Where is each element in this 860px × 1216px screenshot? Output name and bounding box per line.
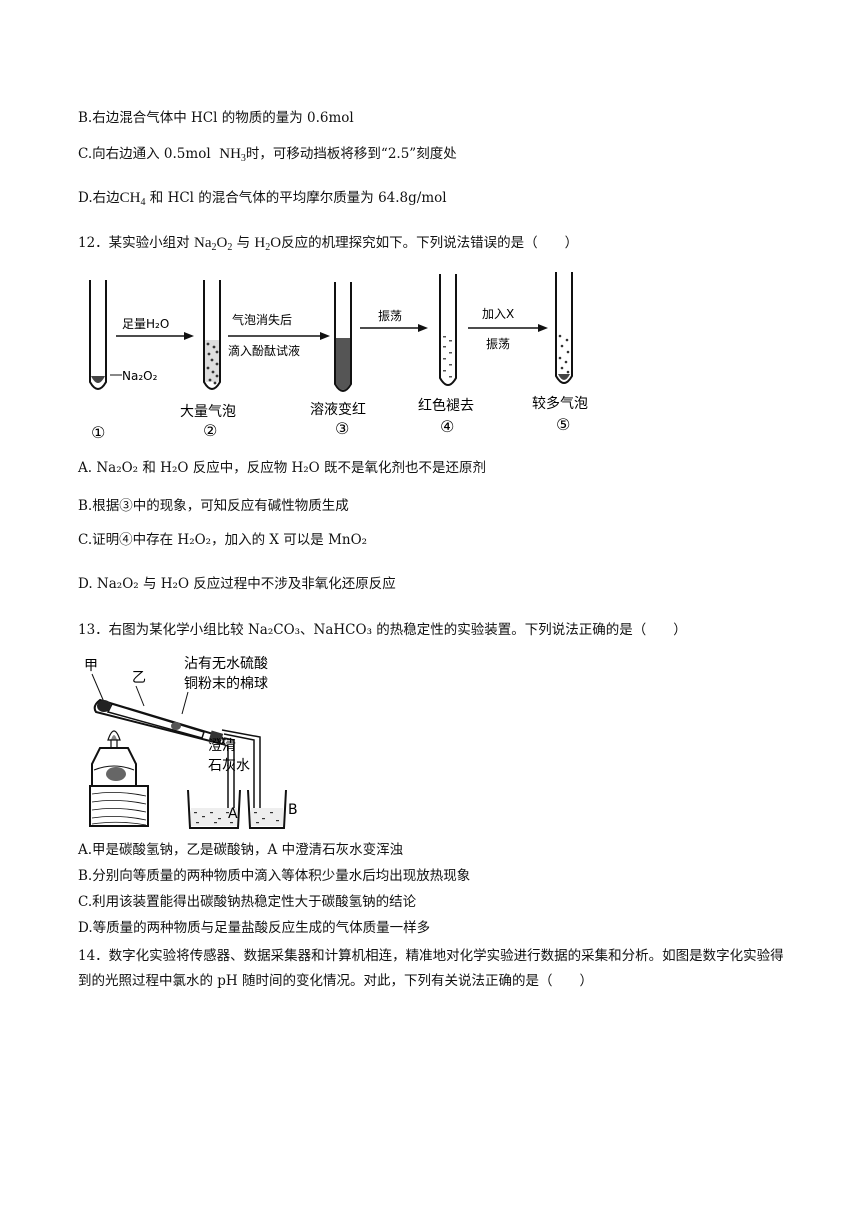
tube4-number: ④ [440,417,454,436]
q13-stem: 13．右图为某化学小组比较 Na₂CO₃、NaHCO₃ 的热稳定性的实验装置。下… [78,622,687,638]
q12-option-c: C.证明④中存在 H₂O₂，加入的 X 可以是 MnO₂ [78,532,368,548]
label-b: B [288,802,298,818]
q13-option-c: C.利用该装置能得出碳酸钠热稳定性大于碳酸氢钠的结论 [78,894,417,910]
q12-option-d: D. Na₂O₂ 与 H₂O 反应过程中不涉及非氧化还原反应 [78,576,396,592]
arrow2-label-a: 气泡消失后 [232,312,292,327]
label-cotton-b: 铜粉末的棉球 [184,675,268,692]
arrow2-label-b: 滴入酚酞试液 [228,343,300,358]
q13-option-a: A.甲是碳酸氢钠，乙是碳酸钠，A 中澄清石灰水变浑浊 [78,842,404,858]
tube2-number: ② [203,421,217,440]
q12-stem: 12．某实验小组对 Na2O2 与 H2O反应的机理探究如下。下列说法错误的是（… [78,235,579,253]
tube4-caption: 红色褪去 [418,397,474,414]
arrow3-label: 振荡 [378,309,402,323]
q13-option-b: B.分别向等质量的两种物质中滴入等体积少量水后均出现放热现象 [78,868,471,884]
tube1-number: ① [91,423,105,442]
tube3-number: ③ [335,419,349,438]
test-tube-1 [89,280,107,390]
test-tube-5 [555,272,573,384]
q11-option-b: B.右边混合气体中 HCl 的物质的量为 0.6mol [78,110,354,126]
test-tube-3 [334,282,352,392]
q12-option-a: A. Na₂O₂ 和 H₂O 反应中，反应物 H₂O 既不是氧化剂也不是还原剂 [78,460,487,476]
label-lime-a: 澄清 [208,738,236,754]
tube1-reagent-label: Na₂O₂ [122,369,158,383]
q14-stem: 14．数字化实验将传感器、数据采集器和计算机相连，精准地对化学实验进行数据的采集… [78,948,784,989]
test-tube-2 [203,280,221,390]
q13-option-d: D.等质量的两种物质与足量盐酸反应生成的气体质量一样多 [78,920,431,936]
q11-option-d: D.右边CH4 和 HCl 的混合气体的平均摩尔质量为 64.8g/mol [78,190,447,208]
label-a: A [228,806,238,822]
test-tube-4 [439,274,457,386]
tube2-caption: 大量气泡 [180,404,236,420]
label-yi: 乙 [132,670,146,686]
tube5-caption: 较多气泡 [532,395,588,412]
q12-option-b: B.根据③中的现象，可知反应有碱性物质生成 [78,498,349,514]
arrow4-label-a: 加入X [482,307,514,321]
arrow1-label: 足量H₂O [122,317,169,331]
label-lime-b: 石灰水 [208,758,250,774]
tube3-caption: 溶液变红 [310,402,366,418]
q13-apparatus-figure: 甲 乙 沾有无水硫酸 铜粉末的棉球 澄清 石灰水 A [84,656,298,829]
label-jia: 甲 [84,658,98,674]
label-cotton-a: 沾有无水硫酸 [184,656,268,672]
arrow4-label-b: 振荡 [486,337,510,351]
q11-option-c: C.向右边通入 0.5mol NH3时，可移动挡板将移到“2.5”刻度处 [78,146,457,164]
q12-experiment-figure: Na₂O₂ 足量H₂O 气泡消失后 滴入酚酞试液 振荡 [89,272,588,442]
tube5-number: ⑤ [556,415,570,434]
